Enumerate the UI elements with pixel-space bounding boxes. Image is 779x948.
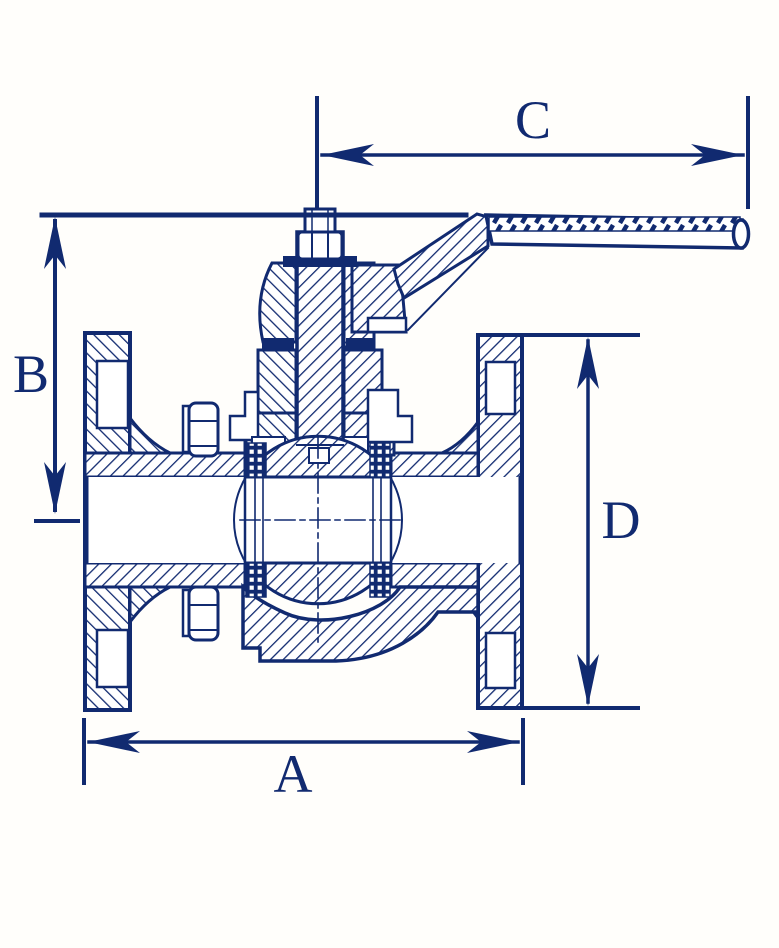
hex-nut-bottom: [187, 585, 220, 642]
dim-label-c: C: [515, 90, 551, 150]
centerlines: [239, 437, 401, 643]
stem-ball-slot: [308, 447, 330, 464]
dim-label-d: D: [602, 490, 641, 550]
dimension-d: D: [519, 333, 641, 710]
hex-nut-top: [187, 401, 220, 458]
stem-nut: [296, 230, 344, 261]
dimension-b: B: [13, 217, 80, 523]
dim-label-a: A: [274, 744, 313, 804]
left-bracket-step: [228, 390, 260, 442]
flange-bolt-holes: [95, 359, 517, 690]
valve-drawing: [83, 207, 751, 712]
handle-grip: [483, 213, 751, 250]
mounting-pad: [366, 388, 414, 444]
handle: [350, 212, 490, 334]
pipe-walls: [83, 413, 480, 627]
handle-end-cap: [731, 218, 751, 250]
handle-arm: [392, 212, 490, 301]
seat-rings: [245, 442, 391, 598]
dimension-c: C: [315, 90, 750, 209]
handle-stop-tab: [366, 316, 408, 334]
dim-label-b: B: [13, 344, 49, 404]
dimension-a: A: [82, 718, 525, 804]
body-nuts: [181, 401, 220, 642]
